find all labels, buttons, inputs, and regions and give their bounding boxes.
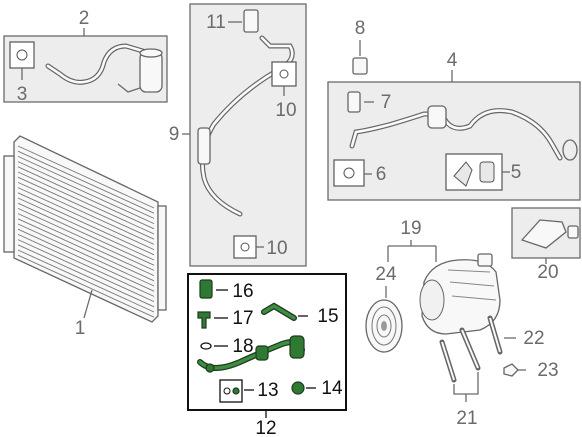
condenser-fin-line <box>17 192 155 256</box>
callout-22: 22 <box>523 328 544 349</box>
o-ring-icon <box>16 49 28 61</box>
item-8-cap: 8 <box>352 18 368 75</box>
condenser: 1 <box>3 135 167 339</box>
valve-icon <box>197 311 211 329</box>
bracket-icon <box>520 219 567 249</box>
condenser-fin-line <box>17 171 155 235</box>
condenser-fin-line <box>17 202 155 266</box>
condenser-fins <box>17 145 155 318</box>
callout-18: 18 <box>232 336 253 357</box>
condenser-fin-line <box>17 249 155 313</box>
receiver-drier-canister <box>139 51 163 93</box>
callout-5: 5 <box>511 162 522 183</box>
callout-14: 14 <box>321 378 343 399</box>
callout-3: 3 <box>17 84 28 105</box>
cap-icon <box>291 381 305 395</box>
callout-13: 13 <box>257 380 278 401</box>
callout-12: 12 <box>255 418 276 437</box>
callout-7: 7 <box>381 92 392 113</box>
group-4-discharge-line: 4 7 6 5 <box>327 50 581 201</box>
group-9-hose: 9 11 10 10 <box>169 3 307 267</box>
compressor-assembly: 19 24 21 22 23 <box>365 218 559 429</box>
condenser-fin-line <box>17 150 155 214</box>
condenser-fin-line <box>17 145 155 209</box>
callout-21: 21 <box>456 408 477 429</box>
condenser-fin-line <box>17 228 155 292</box>
callout-24: 24 <box>375 264 397 285</box>
callout-23: 23 <box>537 360 558 381</box>
leader-1 <box>83 289 93 319</box>
o-ring-icon <box>200 342 212 350</box>
condenser-fin-line <box>17 218 155 282</box>
callout-15: 15 <box>317 306 338 327</box>
condenser-fin-line <box>17 161 155 225</box>
callout-9: 9 <box>169 124 180 145</box>
callout-16: 16 <box>232 281 253 302</box>
callout-11: 11 <box>206 12 226 33</box>
callout-10-top: 10 <box>275 100 296 121</box>
condenser-fin-line <box>17 223 155 287</box>
condenser-fin-line <box>17 155 155 219</box>
condenser-fin-line <box>17 176 155 240</box>
seal-kit-icon <box>9 41 35 69</box>
condenser-fin-line <box>17 166 155 230</box>
seal-kit-icon <box>233 235 257 259</box>
o-ring-icon <box>562 139 578 161</box>
callout-2: 2 <box>79 8 90 29</box>
callout-1: 1 <box>75 318 86 339</box>
callout-10-bottom: 10 <box>266 238 287 259</box>
group-20-bracket: 20 <box>511 207 581 283</box>
seal-kit-icon <box>271 61 297 87</box>
condenser-fin-line <box>17 187 155 251</box>
group-12-kit: 12 16 17 18 15 13 14 <box>187 273 347 437</box>
condenser-fin-line <box>17 233 155 297</box>
condenser-fin-line <box>17 207 155 271</box>
nut-icon <box>503 363 519 377</box>
condenser-fin-line <box>17 254 155 318</box>
condenser-fin-line <box>17 181 155 245</box>
condenser-fin-line <box>17 239 155 303</box>
callout-17: 17 <box>232 308 253 329</box>
condenser-fin-line <box>17 213 155 277</box>
callout-4: 4 <box>447 50 458 71</box>
service-valve-icon <box>243 9 259 33</box>
group-12-box <box>187 273 347 411</box>
condenser-fin-line <box>17 244 155 308</box>
callout-20: 20 <box>537 262 558 283</box>
valve-core-icon <box>199 279 213 299</box>
group-2-receiver-drier: 2 3 <box>3 8 168 105</box>
callout-8: 8 <box>355 18 366 39</box>
condenser-side-tank <box>3 155 15 253</box>
service-valve-icon <box>347 91 361 113</box>
seal-kit-icon <box>333 159 365 187</box>
valve-cap-icon <box>352 57 368 75</box>
seal-kit-icon <box>219 379 243 403</box>
callout-6: 6 <box>376 164 387 185</box>
callout-19: 19 <box>400 218 421 239</box>
condenser-fin-line <box>17 197 155 261</box>
